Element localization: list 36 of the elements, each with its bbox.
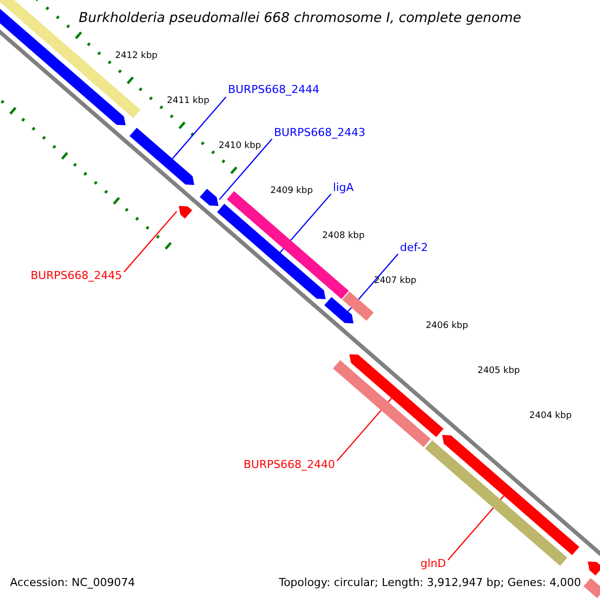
tick-label: 2408 kbp	[322, 231, 365, 242]
gene-block	[178, 206, 192, 219]
gene-label: BURPS668_2440	[244, 458, 335, 471]
title: Burkholderia pseudomallei 668 chromosome I, complete genome	[78, 10, 522, 26]
tick-label: 2407 kbp	[374, 276, 416, 286]
tick-label: 2410 kbp	[218, 141, 261, 152]
gene-block	[324, 296, 354, 324]
gene-label: BURPS668_2443	[274, 126, 366, 139]
feature-bar	[332, 360, 431, 448]
tick-label: 2406 kbp	[426, 321, 468, 332]
tick-label: 2405 kbp	[478, 366, 520, 376]
gene-label: BURPS668_2445	[30, 269, 122, 282]
feature-bar	[584, 578, 600, 598]
leader-line	[348, 254, 398, 312]
gene-label: ligA	[333, 181, 354, 194]
genome-info-text: Topology: circular; Length: 3,912,947 bp; Genes: 4,000	[278, 576, 581, 589]
accession-text: Accession: NC_009074	[10, 576, 136, 589]
leader-line	[336, 398, 392, 462]
gene-label: glnD	[420, 557, 446, 570]
leader-line	[124, 211, 178, 272]
feature-bar	[342, 291, 374, 321]
tick-label: 2409 kbp	[270, 186, 313, 196]
tick-label: 2412 kbp	[115, 51, 158, 62]
gene-block	[349, 354, 444, 438]
gene-block	[442, 434, 580, 556]
gene-block	[200, 188, 218, 206]
gene-label: BURPS668_2444	[228, 83, 320, 96]
gene-label: def-2	[400, 241, 428, 254]
tick-label: 2404 kbp	[529, 411, 572, 422]
gene-block	[130, 128, 194, 185]
gene-block	[588, 562, 600, 576]
leader-line	[172, 96, 226, 160]
leader-line	[448, 495, 504, 560]
tick-label: 2411 kbp	[166, 96, 210, 106]
leader-line	[218, 138, 272, 200]
leader-line	[280, 194, 332, 253]
